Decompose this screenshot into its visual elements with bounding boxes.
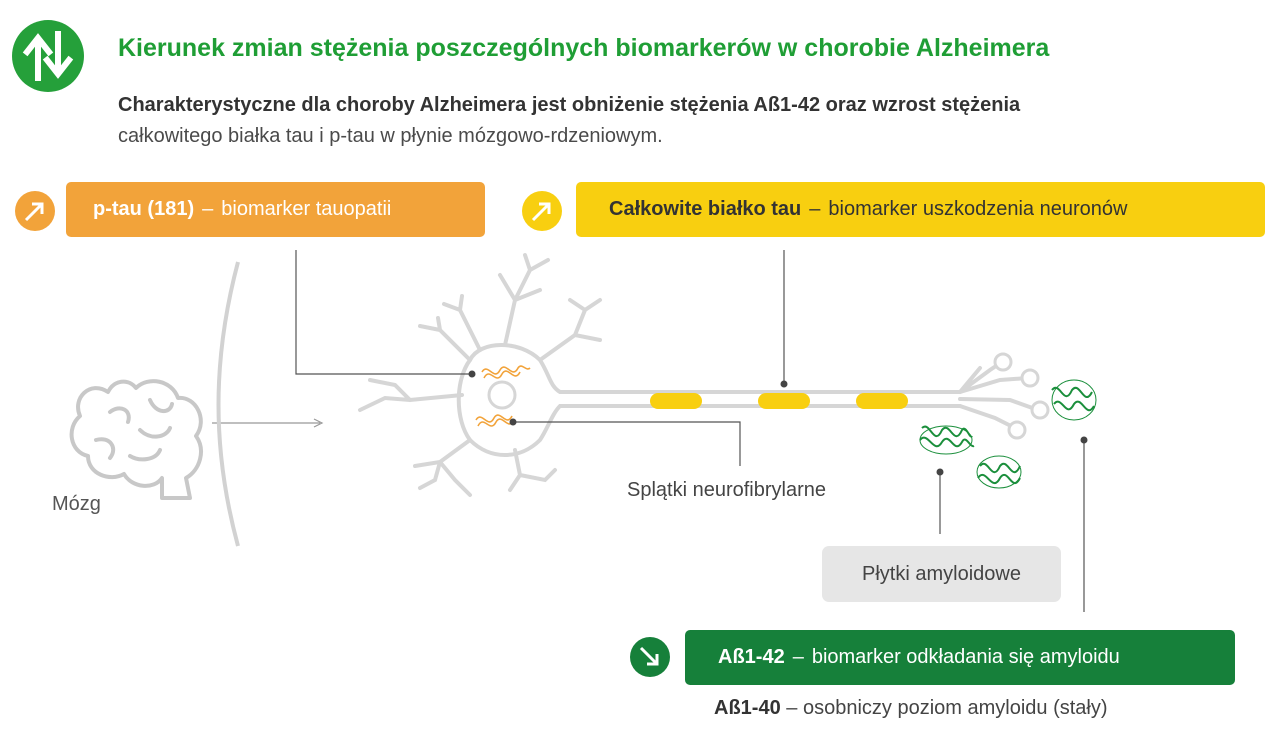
brain-icon — [69, 379, 203, 500]
nucleus — [487, 380, 517, 410]
page-title: Kierunek zmian stężenia poszczególnych b… — [118, 34, 1050, 62]
ab42-sep: – — [792, 646, 804, 668]
total-tau-sep: – — [809, 198, 821, 220]
arrow-up-right-icon — [15, 191, 55, 231]
ab42-biomarker-box: Aß1-42 – biomarker odkładania się amyloi… — [685, 630, 1235, 685]
myelin-segment — [650, 393, 702, 409]
up-down-arrows-icon — [12, 20, 84, 92]
page-subtitle: Charakterystyczne dla choroby Alzheimera… — [118, 90, 1258, 152]
ptau-connector — [295, 250, 472, 375]
myelin-segment — [856, 393, 908, 409]
ptau-biomarker-box: p-tau (181) – biomarker tauopatii — [66, 182, 485, 237]
amyloid-plaque — [919, 379, 1097, 489]
total-tau-desc: biomarker uszkodzenia neuronów — [828, 198, 1128, 220]
tangle — [475, 365, 531, 427]
ab40-name: Aß1-40 — [714, 697, 781, 719]
arrow-down-right-icon — [630, 637, 670, 677]
total-tau-biomarker-box: Całkowite białko tau – biomarker uszkodz… — [576, 182, 1265, 237]
subtitle-bold: Charakterystyczne dla choroby Alzheimera… — [118, 94, 1021, 116]
myelin-segment — [758, 393, 810, 409]
ab42-desc: biomarker odkładania się amyloidu — [811, 646, 1120, 668]
plaques-label: Płytki amyloidowe — [822, 546, 1061, 602]
subtitle-rest: całkowitego białka tau i p-tau w płynie … — [118, 125, 663, 147]
skull-curve — [216, 261, 240, 547]
ptau-name: p-tau (181) — [93, 198, 195, 220]
ab40-desc: osobniczy poziom amyloidu (stały) — [802, 697, 1108, 719]
tangles-label: Splątki neurofibrylarne — [627, 479, 826, 501]
ptau-desc: biomarker tauopatii — [221, 198, 392, 220]
arrow-up-right-icon — [522, 191, 562, 231]
total-tau-name: Całkowite białko tau — [609, 198, 802, 220]
ab40-sep: – — [786, 697, 798, 719]
neuron — [358, 253, 1040, 497]
tangles-connector — [513, 421, 741, 466]
ptau-sep: – — [202, 198, 214, 220]
ab40-line: Aß1-40 – osobniczy poziom amyloidu (stał… — [714, 697, 1108, 720]
ab42-name: Aß1-42 — [718, 646, 785, 668]
brain-label: Mózg — [52, 493, 101, 515]
